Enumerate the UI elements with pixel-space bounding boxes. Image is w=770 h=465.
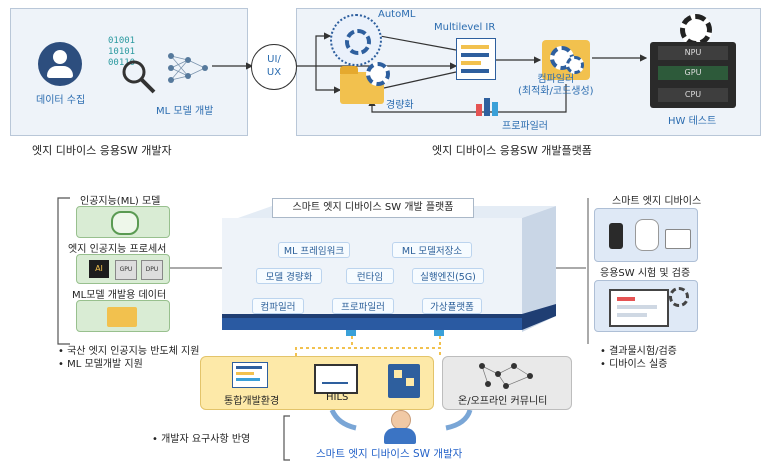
feedback-arrow-right <box>445 409 473 431</box>
multilevel-ir-label: Multilevel IR <box>434 22 496 33</box>
top-right-caption: 엣지 디바이스 응용SW 개발플랫폼 <box>432 144 592 157</box>
cpu-chip: CPU <box>658 88 728 102</box>
automl-gear-icon <box>330 14 382 66</box>
module-profiler: 프로파일러 <box>332 298 394 314</box>
module-exec-engine: 실행엔진(5G) <box>412 268 484 284</box>
compiler-label: 컴파일러 (최적화/코드생성) <box>518 74 594 97</box>
user-icon <box>38 42 82 86</box>
npu-chip: NPU <box>658 46 728 60</box>
left-item-ai-processor: 엣지 인공지능 프로세서 <box>68 244 167 255</box>
left-item-ml-model: 인공지능(ML) 모델 <box>80 196 161 207</box>
hw-rack: NPU GPU CPU <box>650 42 736 108</box>
dev-requirements-bullet: 개발자 요구사항 반영 <box>152 430 250 445</box>
connector-left <box>346 330 356 336</box>
ml-model-dev-label: ML 모델 개발 <box>156 106 214 117</box>
profiler-label: 프로파일러 <box>502 121 548 132</box>
tablet-icon <box>665 229 691 249</box>
connector-right <box>434 330 444 336</box>
dev-bracket <box>283 415 290 461</box>
community-box <box>442 356 572 410</box>
automl-label: AutoML <box>378 9 416 20</box>
developer-avatar-icon <box>378 410 422 446</box>
ui-to-automl-line <box>315 32 332 66</box>
speaker-icon <box>609 223 623 249</box>
binary-data-icon: 01001 10101 00110 <box>108 36 136 68</box>
dotted-feed-line <box>295 347 441 356</box>
ai-chip: AI <box>89 260 109 278</box>
hils-label: HILS <box>326 392 349 403</box>
data-box-icon <box>107 307 137 327</box>
left-bullet-1: 국산 엣지 인공지능 반도체 지원 <box>58 342 199 357</box>
module-ml-framework: ML 프레임워크 <box>278 242 350 258</box>
left-bullet-2: ML 모델개발 지원 <box>58 355 143 370</box>
right-bullet-2: 디바이스 실증 <box>600 355 667 370</box>
hils-monitor-icon <box>314 364 358 394</box>
compiler-icon <box>542 40 590 80</box>
module-model-store: ML 모델저장소 <box>392 242 472 258</box>
ir-document-icon <box>456 38 496 80</box>
gpu-chip-small: GPU <box>115 260 137 280</box>
lightweight-label: 경량화 <box>386 100 414 111</box>
board-icon <box>388 364 420 398</box>
community-label: 온/오프라인 커뮤니티 <box>458 396 548 407</box>
gpu-chip: GPU <box>658 66 728 80</box>
dpu-chip-small: DPU <box>141 260 163 280</box>
test-box <box>594 280 698 332</box>
ide-icon <box>232 362 268 388</box>
neural-network-icon <box>168 53 208 83</box>
right-bullet-1: 결과물시험/검증 <box>600 342 677 357</box>
module-runtime: 런타임 <box>346 268 394 284</box>
test-gear-icon <box>669 287 689 307</box>
folder-icon <box>340 62 390 104</box>
brain-icon-box <box>76 206 170 238</box>
data-collect-label: 데이터 수집 <box>36 95 86 106</box>
ui-ux-node[interactable]: UI/ UX <box>251 44 297 90</box>
profiler-icon <box>476 96 504 116</box>
left-item-ml-data: ML모델 개발용 데이터 <box>72 290 167 301</box>
data-box-box <box>76 300 170 332</box>
device-box <box>594 208 698 262</box>
top-left-caption: 엣지 디바이스 응용SW 개발자 <box>32 144 172 157</box>
module-virtual-platform: 가상플랫폼 <box>422 298 482 314</box>
robot-icon <box>635 219 659 251</box>
right-title-test: 응용SW 시험 및 검증 <box>600 268 691 279</box>
module-compiler: 컴파일러 <box>252 298 304 314</box>
magnifier-icon <box>122 60 156 94</box>
chips-box: AI GPU DPU <box>76 254 170 284</box>
feedback-arrow-left <box>329 408 357 431</box>
right-bracket <box>587 198 589 344</box>
ui-to-lightweight-line <box>315 66 342 94</box>
monitor-icon <box>609 289 669 327</box>
hw-test-label: HW 테스트 <box>668 116 717 127</box>
platform-title: 스마트 엣지 디바이스 SW 개발 플랫폼 <box>272 198 474 218</box>
brain-icon <box>111 211 139 235</box>
ide-label: 통합개발환경 <box>224 396 280 407</box>
profiler-feedback-line <box>368 84 567 113</box>
right-title-device: 스마트 엣지 디바이스 <box>612 196 702 207</box>
network-icon <box>479 363 533 389</box>
bottom-developer-label: 스마트 엣지 디바이스 SW 개발자 <box>316 448 463 460</box>
module-model-lightweight: 모델 경량화 <box>256 268 322 284</box>
